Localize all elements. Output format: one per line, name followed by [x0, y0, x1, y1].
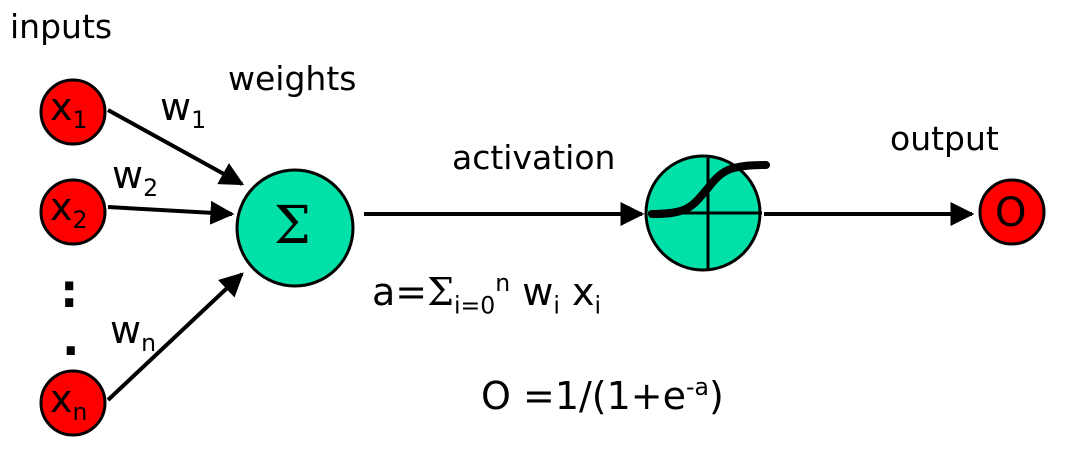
weights-label: weights: [228, 59, 357, 98]
output-symbol: O: [995, 190, 1027, 236]
input-node-x1: [39, 78, 107, 146]
inputs-label: inputs: [10, 7, 113, 46]
sigmoid-curve-icon: [648, 161, 770, 218]
weight-label-w2: w2: [112, 153, 159, 203]
output-formula: O =1/(1+e-a): [481, 373, 724, 419]
output-node: [978, 178, 1046, 246]
edge-xn-sum: [106, 272, 244, 402]
output-label: output: [890, 119, 999, 158]
ellipsis-dot: .: [62, 312, 80, 366]
input-node-xn: [39, 369, 107, 437]
activation-label: activation: [452, 138, 616, 177]
input-node-x2: [39, 178, 107, 246]
activation-formula: a=Σi=0n wi xi: [372, 269, 602, 320]
weight-label-wn: wn: [110, 308, 157, 358]
edge-x1-sum: [107, 108, 245, 186]
weight-label-w1: w1: [160, 85, 207, 135]
input-label-x2: x2: [50, 185, 88, 235]
ellipsis-colon: :: [60, 264, 79, 318]
sum-symbol: Σ: [274, 196, 311, 256]
edge-x2-sum: [107, 200, 235, 225]
sum-node: [235, 168, 355, 288]
input-label-xn: xn: [50, 377, 88, 427]
input-label-x1: x1: [50, 85, 88, 135]
